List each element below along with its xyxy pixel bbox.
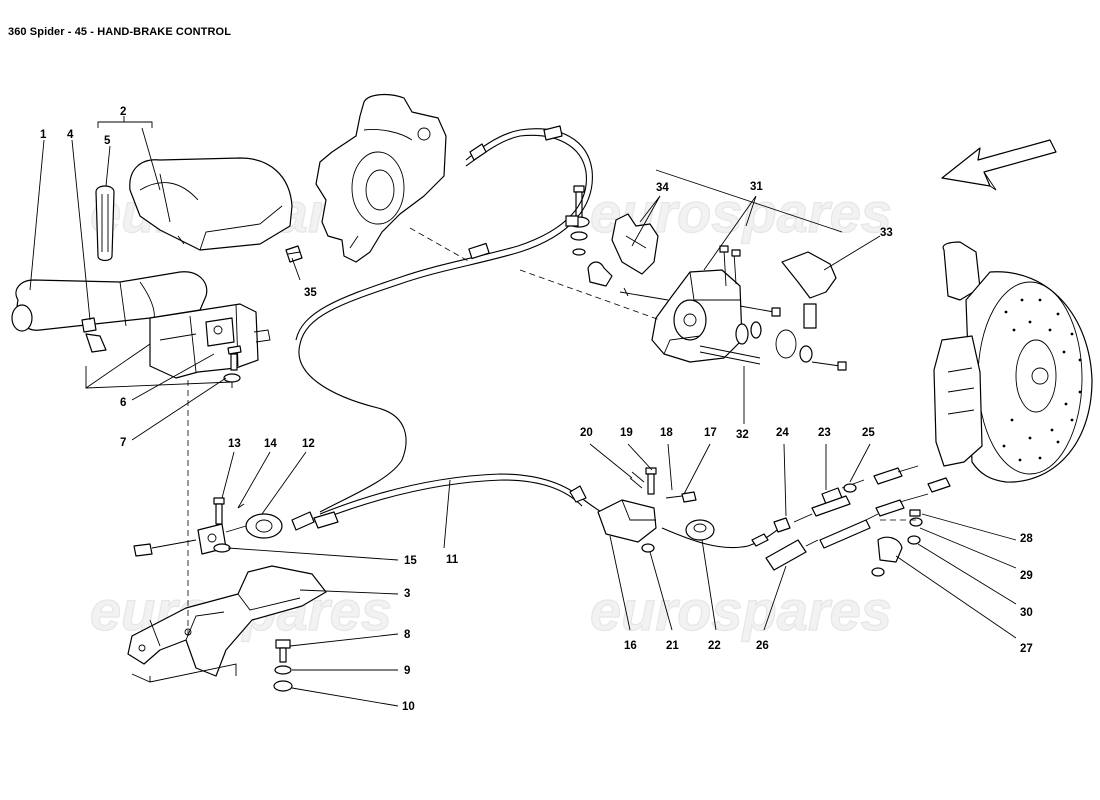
callout-35: 35 (304, 287, 317, 299)
callout-10: 10 (402, 701, 415, 713)
cable-equalizer (133, 497, 339, 557)
callout-28: 28 (1020, 533, 1033, 545)
callout-13: 13 (228, 438, 241, 450)
callout-30: 30 (1020, 607, 1033, 619)
callout-15: 15 (404, 555, 417, 567)
direction-arrow-icon (941, 139, 1057, 191)
bolt-4-icon (81, 317, 107, 353)
callout-24: 24 (776, 427, 789, 439)
callout-16: 16 (624, 640, 637, 652)
watermark-group: eurospares eurospares eurospares eurospa… (89, 180, 892, 642)
callout-22: 22 (708, 640, 721, 652)
watermark-text: eurospares (590, 579, 892, 642)
handbrake-caliper (587, 213, 847, 371)
callout-23: 23 (818, 427, 831, 439)
page-title: 360 Spider - 45 - HAND-BRAKE CONTROL (8, 26, 232, 38)
callout-32: 32 (736, 429, 749, 441)
callout-5: 5 (104, 135, 111, 147)
callout-29: 29 (1020, 570, 1033, 582)
callout-3: 3 (404, 588, 410, 600)
callout-21: 21 (666, 640, 679, 652)
callout-7: 7 (120, 437, 126, 449)
handbrake-cable (295, 125, 781, 549)
callout-26: 26 (756, 640, 769, 652)
callout-17: 17 (704, 427, 717, 439)
callout-6: 6 (120, 397, 126, 409)
callout-11: 11 (446, 554, 459, 566)
callout-27: 27 (1020, 643, 1033, 655)
callout-31: 31 (750, 181, 763, 193)
callout-labels: 1 2 3 4 5 6 7 8 9 10 11 12 13 14 15 16 1… (40, 106, 1033, 713)
callout-12: 12 (302, 438, 315, 450)
lower-bracket (127, 565, 327, 692)
callout-9: 9 (404, 665, 410, 677)
callout-18: 18 (660, 427, 673, 439)
callout-25: 25 (862, 427, 875, 439)
rear-cable-bracket (597, 465, 951, 577)
hub-carrier-left (315, 93, 447, 263)
leader-lines (29, 116, 1017, 707)
callout-33: 33 (880, 227, 893, 239)
clip-35-icon (285, 245, 303, 263)
callout-8: 8 (404, 629, 411, 641)
callout-14: 14 (264, 438, 277, 450)
rear-brake-disc (933, 241, 1093, 483)
callout-1: 1 (40, 129, 47, 141)
callout-4: 4 (67, 129, 74, 141)
handbrake-cover (95, 157, 293, 262)
assembly-lines (187, 227, 916, 640)
disc-holes (1002, 298, 1082, 462)
callout-2: 2 (120, 106, 126, 118)
callout-34: 34 (656, 182, 669, 194)
callout-20: 20 (580, 427, 593, 439)
callout-19: 19 (620, 427, 633, 439)
